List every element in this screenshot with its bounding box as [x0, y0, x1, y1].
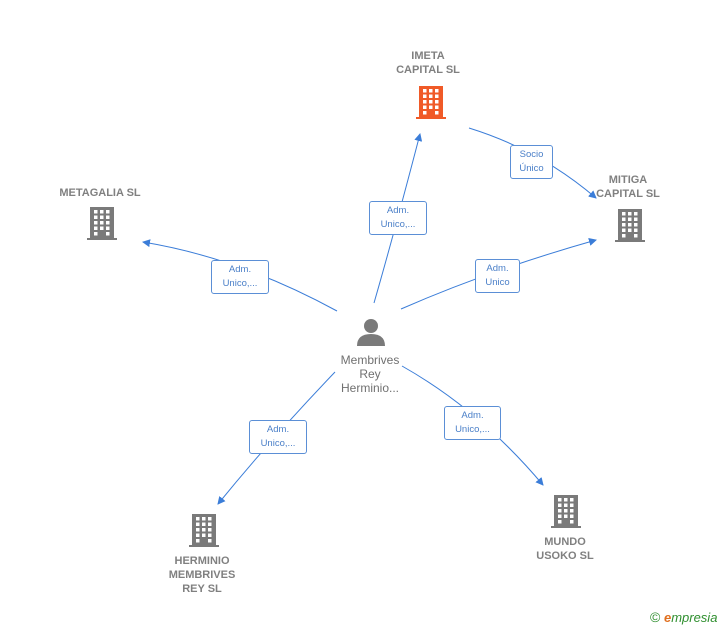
- person-icon[interactable]: [357, 319, 385, 346]
- company-label-metagalia[interactable]: METAGALIA SL: [59, 187, 141, 199]
- brand-initial: e: [663, 610, 672, 625]
- copyright-icon: ©: [650, 609, 661, 625]
- building-icon-mitiga[interactable]: [615, 209, 645, 242]
- brand-name: mpresia: [671, 610, 718, 625]
- edge-label-metagalia: Adm. Unico,...: [211, 260, 269, 294]
- building-icon-herminio[interactable]: [189, 514, 219, 547]
- person-label[interactable]: Membrives Rey Herminio...: [340, 353, 400, 395]
- edge-label-mundo: Adm. Unico,...: [444, 406, 501, 440]
- edge-label-imeta: Adm. Unico,...: [369, 201, 427, 235]
- company-label-herminio[interactable]: HERMINIO MEMBRIVES REY SL: [168, 555, 236, 595]
- company-label-mitiga[interactable]: MITIGA CAPITAL SL: [596, 174, 660, 200]
- edge-label-mitiga: Adm. Unico: [475, 259, 520, 293]
- building-icon-imeta[interactable]: [416, 86, 446, 119]
- company-label-imeta[interactable]: IMETA CAPITAL SL: [396, 50, 460, 76]
- empresia-logo: © empresia: [650, 609, 717, 625]
- building-icon-mundo[interactable]: [551, 495, 581, 528]
- edge-label-herminio: Adm. Unico,...: [249, 420, 307, 454]
- edge-label-socio: Socio Único: [510, 145, 553, 179]
- building-icon-metagalia[interactable]: [87, 207, 117, 240]
- company-label-mundo[interactable]: MUNDO USOKO SL: [536, 536, 594, 562]
